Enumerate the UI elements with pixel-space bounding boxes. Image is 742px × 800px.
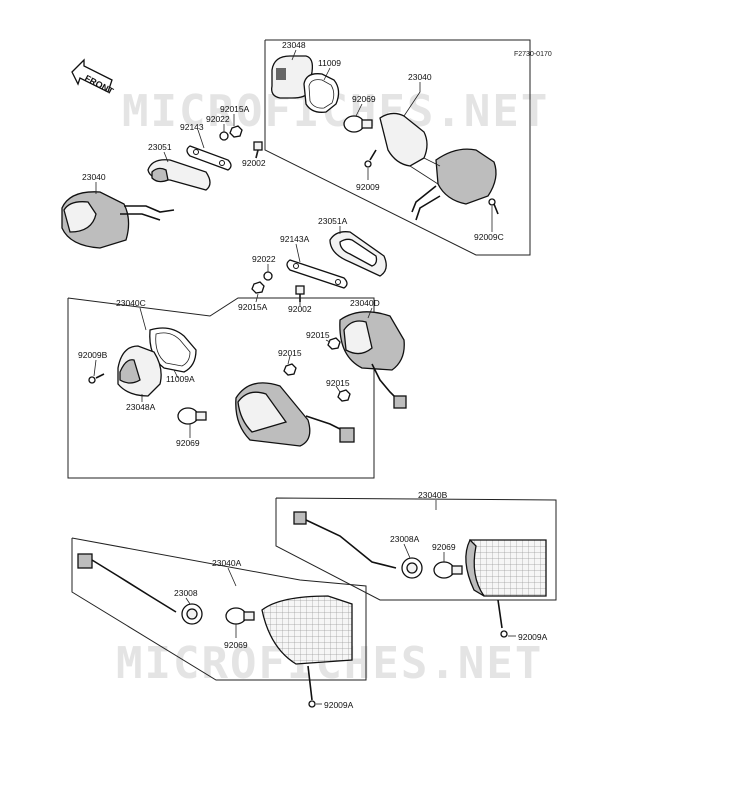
signal-housing-23040D [339,311,407,409]
nut-92015A-mid [251,281,265,294]
label-92143A: 92143A [280,234,310,244]
label-92009B: 92009B [78,350,108,360]
label-92002-top: 92002 [242,158,266,168]
label-23008: 23008 [174,588,198,598]
nut-92015A-top [229,125,243,138]
label-23008A: 23008A [390,534,420,544]
screw-92009C [488,198,499,215]
screw-92009B [88,373,105,384]
label-92009C: 92009C [474,232,504,242]
label-23040B: 23040B [418,490,448,500]
nut-92015-a [283,363,297,376]
bulb-92069-mid [177,407,207,425]
label-92015-b: 92015 [278,348,302,358]
label-23040-top: 23040 [408,72,432,82]
label-23051A: 23051A [318,216,348,226]
washer-92022-top [219,131,229,141]
signal-housing-23040C [235,382,355,447]
stay-23051A [329,231,387,277]
nut-92015-c [327,337,341,350]
box-23040C-D [67,297,375,479]
front-arrow-icon: FRONT [71,58,116,97]
bulb-92069-top [343,115,373,133]
box-23040B [275,497,557,601]
label-92009A-bottom: 92009A [324,700,354,710]
label-92002-mid: 92002 [288,304,312,314]
label-23040D: 23040D [350,298,380,308]
label-92015A-mid: 92015A [238,302,268,312]
bulb-92069-right [433,561,463,579]
bracket-92143 [186,145,232,171]
label-92015A-top: 92015A [220,104,250,114]
nut-92015-b [337,389,351,402]
screw-92009A-bottom [307,665,316,708]
label-11009A: 11009A [166,374,195,384]
screw-92009A-right [497,599,508,638]
leader-lines [93,49,516,705]
stay-23051 [147,159,211,191]
label-23051: 23051 [148,142,172,152]
label-92143: 92143 [180,122,204,132]
label-23040A: 23040A [212,558,242,568]
label-92009-top: 92009 [356,182,380,192]
box-23040A [71,537,367,681]
bolt-92002-mid [295,285,305,302]
label-92015-c: 92015 [326,378,350,388]
diagram-code: F2730-0170 [514,51,552,58]
label-92015-a: 92015 [306,330,330,340]
bracket-92143A [286,259,348,289]
gasket-11009 [303,73,340,113]
label-23048A: 23048A [126,402,156,412]
label-23048: 23048 [282,40,306,50]
lens-23048A [117,345,162,397]
label-92069-top: 92069 [352,94,376,104]
label-92022-mid: 92022 [252,254,276,264]
label-92069-bottom: 92069 [224,640,248,650]
screw-92009-top [364,149,377,168]
signal-housing-23040A [77,553,353,665]
label-92069-right: 92069 [432,542,456,552]
washer-92022-mid [263,271,273,281]
box-23040 [264,39,531,256]
signal-housing-23040-left [61,191,175,249]
signal-housing-23040B [293,511,547,597]
signal-housing-23040-right [379,112,497,221]
label-92022-top: 92022 [206,114,230,124]
bulb-92069-bottom [225,607,255,625]
label-23040-left: 23040 [82,172,106,182]
label-23040C: 23040C [116,298,146,308]
label-11009: 11009 [318,58,341,68]
label-92009A-right: 92009A [518,632,548,642]
label-92069-mid: 92069 [176,438,200,448]
